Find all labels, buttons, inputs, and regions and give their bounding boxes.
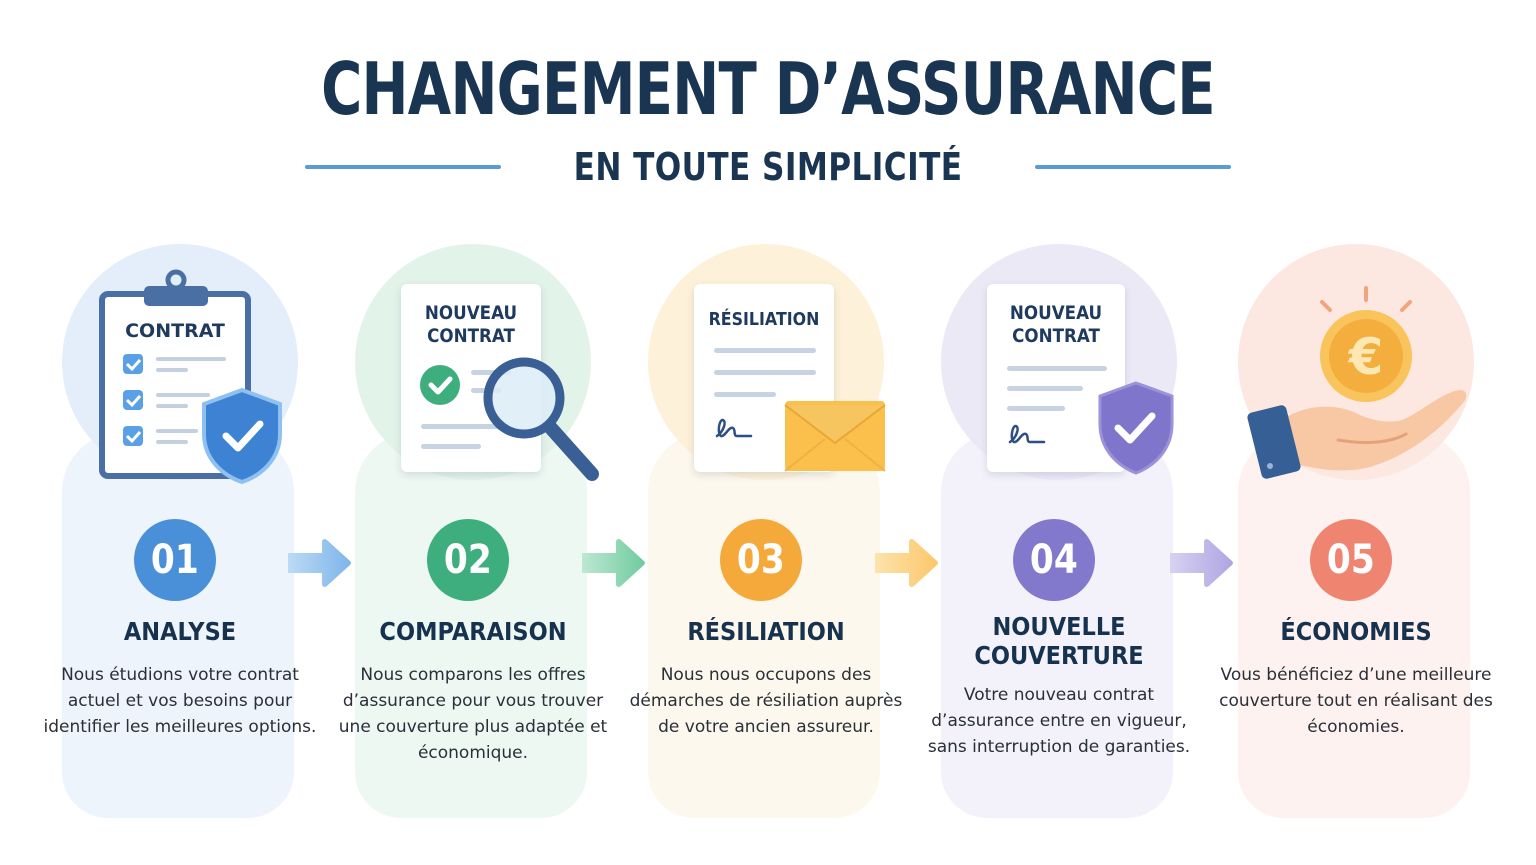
arrow-right-icon <box>875 539 938 587</box>
arrow-right-icon <box>582 539 645 587</box>
subtitle-row: EN TOUTE SIMPLICITÉ <box>0 142 1536 192</box>
svg-text:€: € <box>1348 328 1384 386</box>
shield-check-icon <box>202 387 282 485</box>
arrow-right-icon <box>1170 539 1233 587</box>
euro-coin-icon: € <box>1320 310 1412 402</box>
page-subtitle: EN TOUTE SIMPLICITÉ <box>573 145 963 189</box>
step-description: Votre nouveau contrat d’assurance entre … <box>927 685 1191 757</box>
right-divider <box>1035 165 1232 169</box>
step-card <box>62 432 294 818</box>
open-hand-icon: € <box>1247 286 1467 479</box>
magnifier-icon <box>483 357 599 481</box>
step-analyse: CONTRAT 01 ANALYSE Nous étudions votre c… <box>44 244 316 818</box>
step-title: RÉSILIATION <box>687 617 845 646</box>
step-card <box>941 432 1173 818</box>
step-title: ANALYSE <box>123 617 237 646</box>
checkbox-icon <box>123 354 143 446</box>
step-comparaison: NOUVEAU CONTRAT 02 COMPARAISON Nous comp… <box>339 244 607 818</box>
clipboard-icon: CONTRAT <box>99 269 282 485</box>
step-nouvelle-couverture: NOUVEAU CONTRAT 04 NOUVELLE COUVERTURE V… <box>928 244 1190 818</box>
step-number-badge: 01 <box>134 519 216 601</box>
check-circle-icon <box>420 365 460 405</box>
step-number-badge: 03 <box>720 519 802 601</box>
step-number-badge: 04 <box>1013 519 1095 601</box>
arrow-right-icon <box>288 539 351 587</box>
step-title: NOUVELLE COUVERTURE <box>974 612 1144 670</box>
shield-check-icon <box>1098 381 1174 475</box>
step-title: COMPARAISON <box>379 617 567 646</box>
step-description: Nous comparons les offres d’assurance po… <box>338 665 608 763</box>
step-card <box>648 432 880 818</box>
svg-text:CONTRAT: CONTRAT <box>125 320 225 342</box>
step-number-badge: 05 <box>1310 519 1392 601</box>
signature-icon <box>715 418 753 438</box>
page-title: CHANGEMENT D’ASSURANCE <box>321 47 1216 131</box>
step-card <box>355 432 587 818</box>
left-divider <box>304 165 501 169</box>
step-description: Vous bénéficiez d’une meilleure couvertu… <box>1219 665 1493 737</box>
step-description: Nous étudions votre contrat actuel et vo… <box>43 665 317 737</box>
step-resiliation: RÉSILIATION 03 RÉSILIATION Nous nous occ… <box>630 244 902 818</box>
step-title: ÉCONOMIES <box>1280 617 1432 646</box>
step-economies: € 05 ÉCONOMIES Vous bénéficiez d’une mei… <box>1219 244 1493 818</box>
step-number-badge: 02 <box>427 519 509 601</box>
envelope-icon <box>784 401 886 472</box>
step-card <box>1238 432 1470 818</box>
step-description: Nous nous occupons des démarches de rési… <box>629 665 903 737</box>
signature-icon <box>1008 424 1046 444</box>
